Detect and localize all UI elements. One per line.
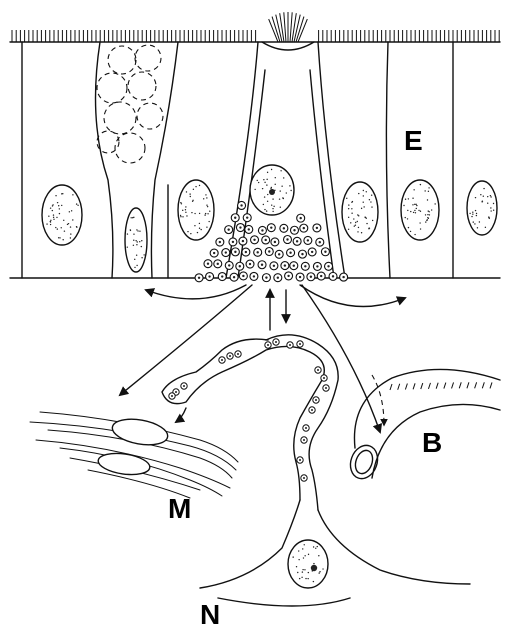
label-neuron: N xyxy=(200,599,220,628)
neuron-soma-left xyxy=(200,500,300,588)
arrow-nerve-to-muscle xyxy=(176,408,186,422)
goblet-cell-right-wall xyxy=(151,42,178,278)
paracrine-arrow-left xyxy=(146,285,246,299)
vessel-lumen-inner xyxy=(352,448,375,476)
nerve-fiber-outline-right xyxy=(266,335,338,510)
cell-boundary xyxy=(386,42,390,278)
vessel-lumen-opening xyxy=(346,442,382,483)
epithelium-layer xyxy=(10,12,500,282)
microvilli-brush-border xyxy=(12,30,499,42)
epithelial-nucleus xyxy=(467,181,497,235)
neuron-cell-body xyxy=(200,500,470,606)
dashed-arrow-to-vessel xyxy=(372,375,384,425)
arrow-to-muscle xyxy=(120,285,252,395)
paracrine-arrow-right xyxy=(300,285,405,306)
muscle-nucleus xyxy=(110,415,169,448)
vessel-wall-hatching xyxy=(390,382,492,390)
signal-arrows xyxy=(120,285,405,432)
smooth-muscle xyxy=(30,412,238,498)
neuron-soma-bottom xyxy=(218,598,350,606)
neuron-soma-right xyxy=(318,510,470,584)
epithelial-nucleus xyxy=(401,180,439,240)
epithelial-nucleus xyxy=(342,182,378,242)
epithelial-nucleus xyxy=(178,180,214,240)
goblet-nucleus xyxy=(125,208,147,272)
nerve-fiber xyxy=(162,335,338,510)
blood-vessel xyxy=(346,369,500,482)
neuron-nucleus xyxy=(288,540,328,588)
label-muscle: M xyxy=(168,493,191,524)
label-blood-vessel: B xyxy=(422,427,442,458)
goblet-mucus-droplets xyxy=(97,45,163,163)
label-epithelium: E xyxy=(404,125,423,156)
goblet-cell-left-wall xyxy=(96,42,113,278)
endocrine-apical-tuft xyxy=(262,12,314,50)
nerve-fiber-outline-left xyxy=(162,339,324,500)
